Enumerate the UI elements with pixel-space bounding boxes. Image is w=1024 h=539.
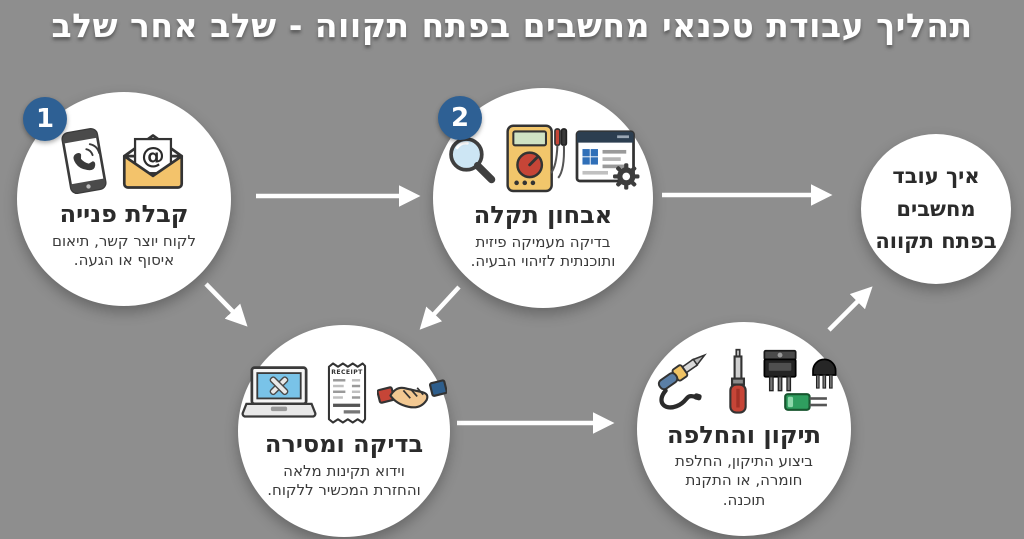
- handshake-icon: [377, 379, 447, 409]
- end-node-circle: איך עובד מחשבים בפתח תקווה: [861, 134, 1011, 284]
- crossed-tools-icon: [269, 376, 289, 396]
- software-window-gear-icon: [575, 130, 640, 190]
- screwdriver-icon: [729, 348, 747, 414]
- arrow-step2-to-step3: [419, 285, 461, 330]
- magnifying-glass-icon: [449, 137, 496, 184]
- email-envelope-icon: @: [122, 133, 183, 189]
- step3-title: בדיקה ומסירה: [264, 430, 424, 459]
- arrow-step1-to-step3: [204, 282, 248, 327]
- step-circle-receive-inquiry: @ קבלת פנייה לקוח יוצר קשר, תיאום איסוף …: [17, 92, 231, 306]
- step-circle-test-and-deliver: RECEIPT בדיקה ומסירה וידוא תקינות מלאה ו…: [238, 325, 450, 537]
- step3-description: וידוא תקינות מלאה והחזרת המכשיר ללקוח.: [267, 461, 421, 500]
- electronic-components-icon: [763, 349, 837, 411]
- page-title: תהליך עבודת טכנאי מחשבים בפתח תקווה - של…: [51, 6, 973, 45]
- step2-title: אבחון תקלה: [473, 201, 613, 230]
- gear-icon: [613, 163, 640, 190]
- at-symbol: @: [141, 142, 164, 169]
- step3-icons: RECEIPT: [241, 361, 447, 425]
- arrow-step4-to-end: [827, 286, 873, 332]
- step4-title: תיקון והחלפה: [667, 420, 821, 449]
- multimeter-icon: [506, 124, 568, 193]
- step-number-badge-1: 1: [23, 97, 67, 141]
- step2-icons: [445, 124, 641, 196]
- receipt-icon: RECEIPT: [327, 362, 367, 424]
- step1-title: קבלת פנייה: [59, 200, 189, 229]
- end-node-label: איך עובד מחשבים בפתח תקווה: [875, 164, 997, 254]
- step2-description: בדיקה מעמיקה פיזית ותוכנתית לזיהוי הבעיה…: [470, 232, 616, 271]
- step1-description: לקוח יוצר קשר, תיאום איסוף או הגעה.: [52, 231, 196, 270]
- soldering-iron-icon: [657, 352, 707, 410]
- receipt-label: RECEIPT: [331, 369, 363, 376]
- smartphone-call-icon: [60, 128, 107, 195]
- step-circle-repair-replace: תיקון והחלפה ביצוע התיקון, החלפת חומרה, …: [637, 322, 851, 536]
- step1-icons: @: [59, 127, 190, 195]
- step-circle-diagnose-fault: אבחון תקלה בדיקה מעמיקה פיזית ותוכנתית ל…: [433, 88, 653, 308]
- step4-description: ביצוע התיקון, החלפת חומרה, או התקנת תוכנ…: [675, 451, 813, 509]
- step4-icons: [650, 348, 838, 416]
- capacitor-icon: [784, 392, 827, 411]
- step-number-badge-2: 2: [438, 96, 482, 140]
- laptop-tools-icon: [241, 366, 317, 418]
- transistor-to220-icon: [763, 349, 797, 391]
- transistor-to92-icon: [812, 358, 837, 389]
